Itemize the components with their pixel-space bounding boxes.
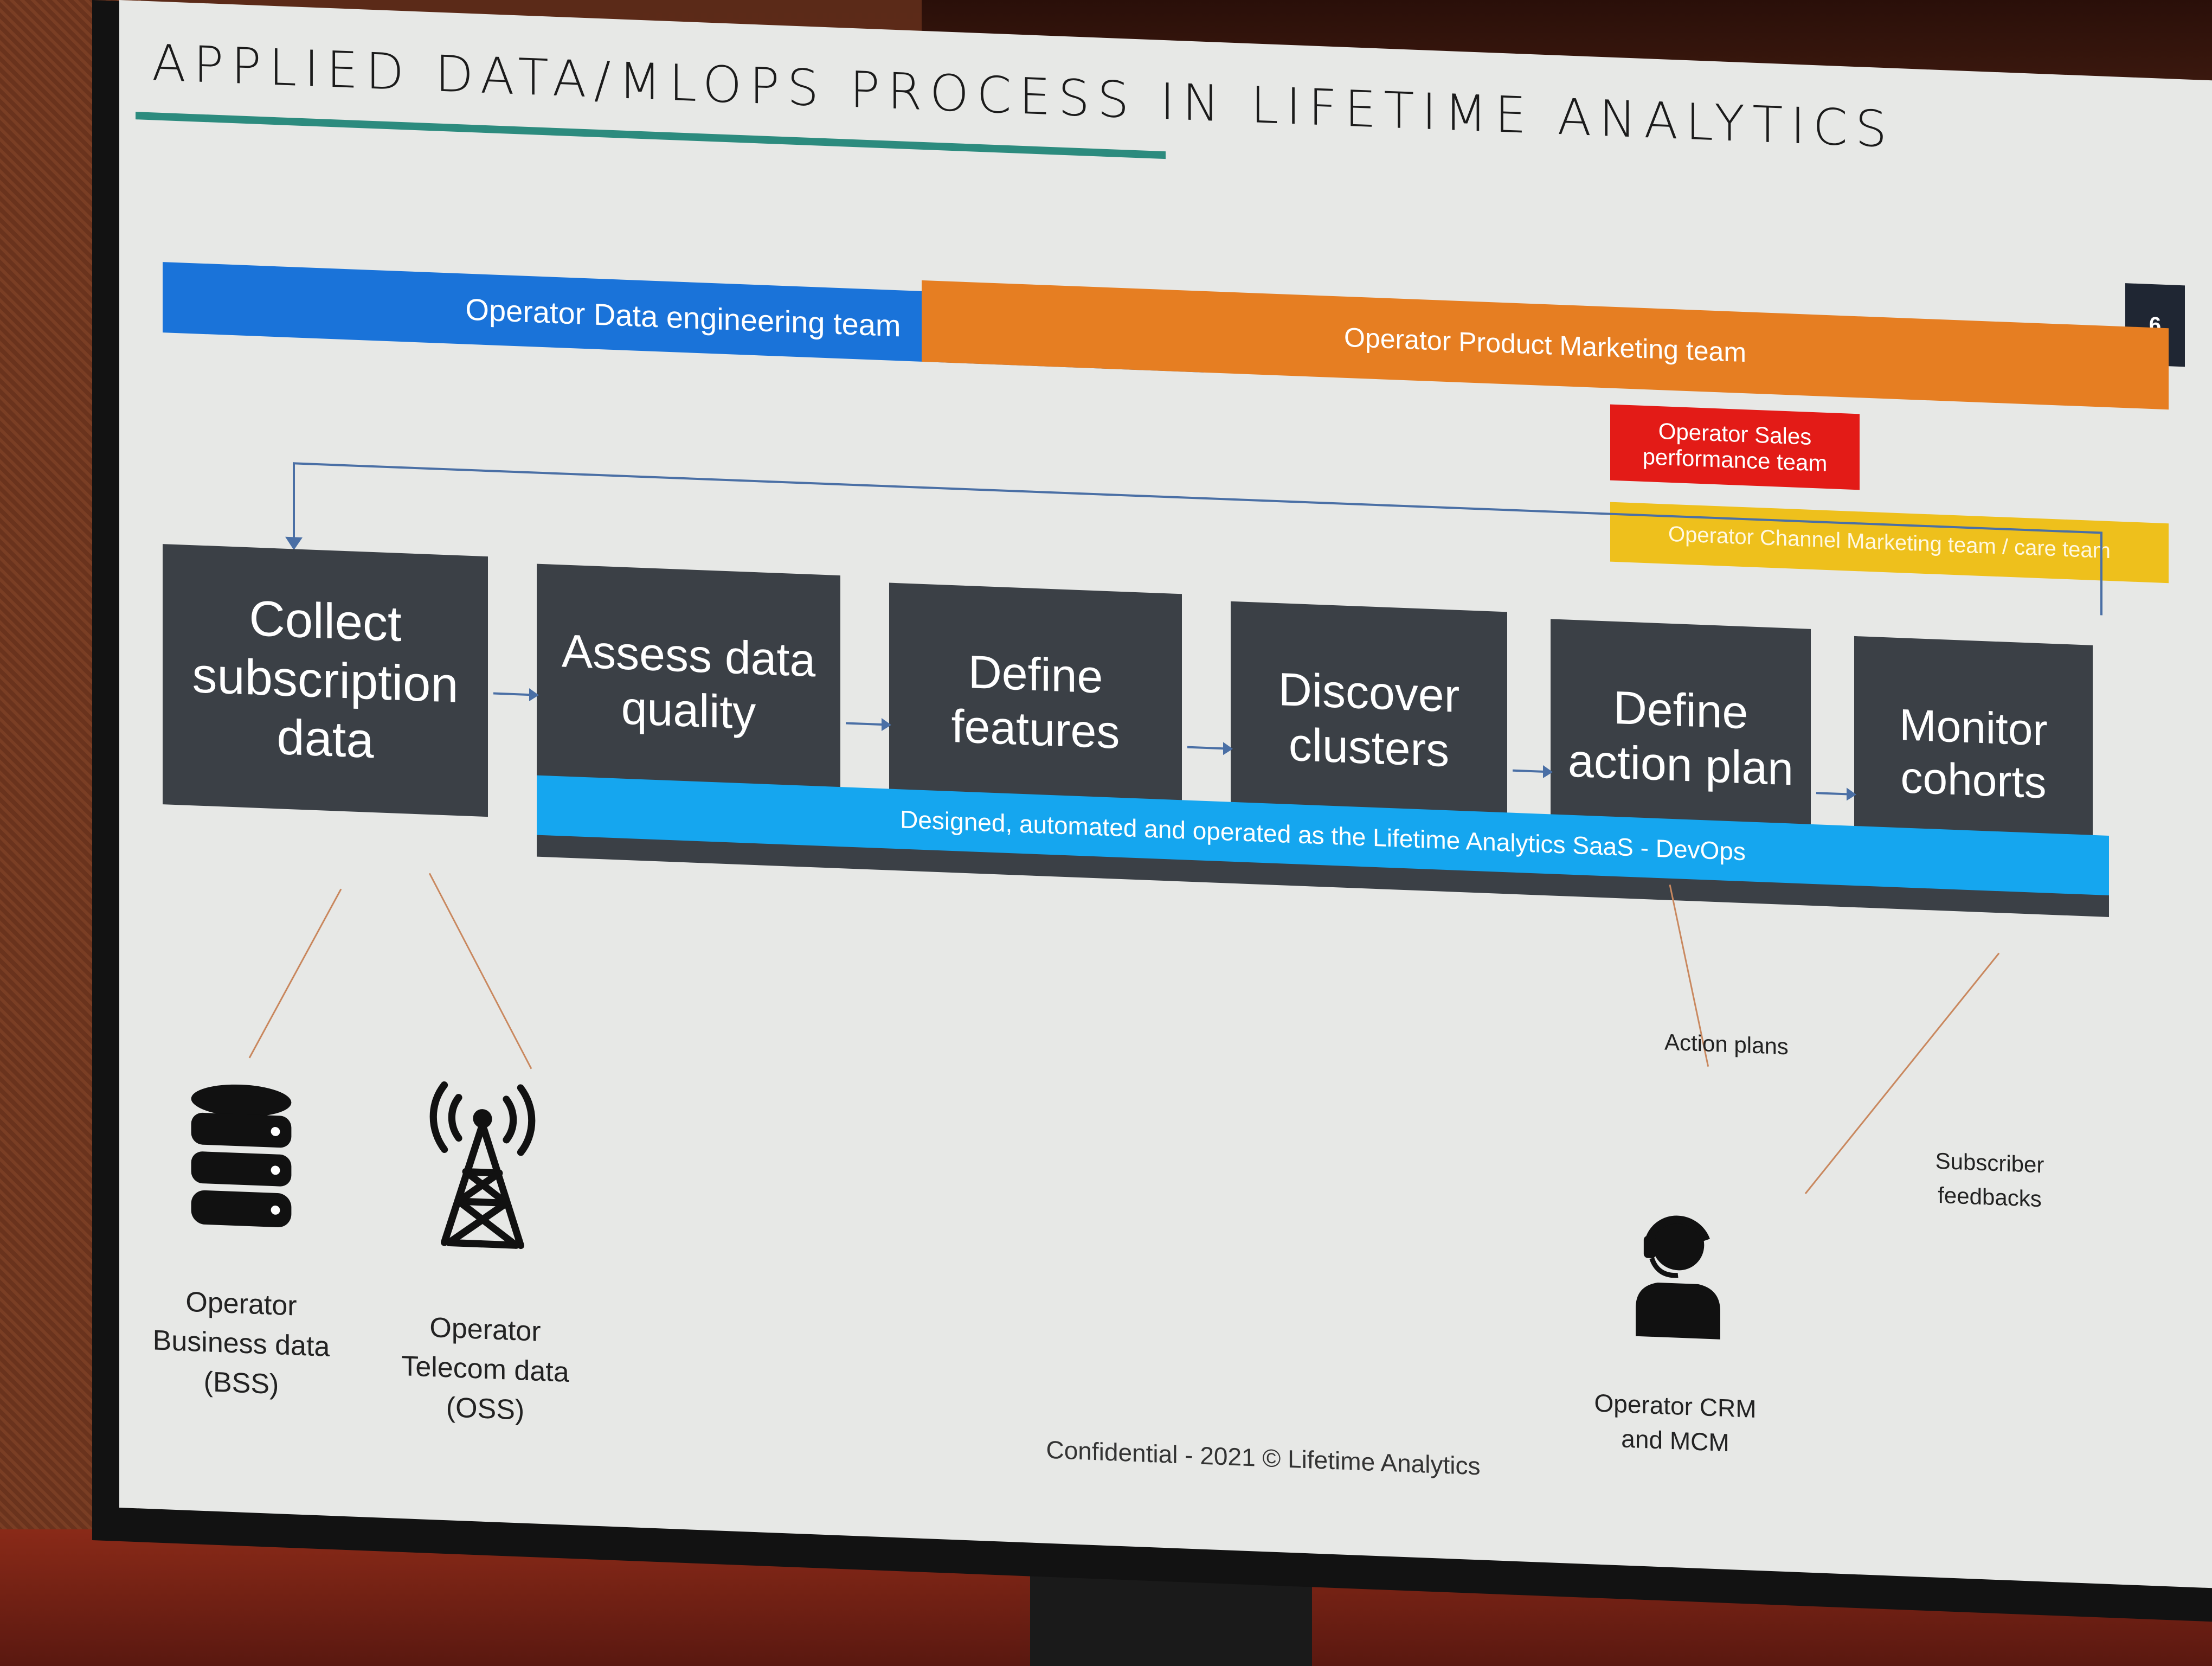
source-crm-caption: Operator CRM and MCM <box>1594 1388 1757 1457</box>
flow-arrow <box>1816 792 1849 796</box>
source-bss-caption: Operator Business data (BSS) <box>152 1286 330 1400</box>
team-bar-product-marketing: Operator Product Marketing team <box>922 280 2169 410</box>
team-bar-sales-performance: Operator Sales performance team <box>1610 404 1860 490</box>
footer-confidential: Confidential - 2021 © Lifetime Analytics <box>1046 1435 1481 1481</box>
source-oss-caption: Operator Telecom data (OSS) <box>401 1311 569 1426</box>
call-center-agent-icon <box>1636 1215 1720 1340</box>
database-icon <box>191 1084 292 1228</box>
connector-line <box>428 873 532 1069</box>
step-collect-subscription-data: Collect subscription data <box>163 544 488 817</box>
cell-tower-icon <box>429 1081 536 1250</box>
slide-screen: APPLIED DATA/MLOPS PROCESS IN LIFETIME A… <box>119 0 2212 1588</box>
action-plans-note: Action plans <box>1664 1029 1789 1060</box>
step-define-features: Define features <box>889 582 1182 822</box>
flow-arrow <box>846 722 884 726</box>
flow-arrow <box>1187 746 1225 750</box>
flow-arrow <box>493 692 531 696</box>
flow-arrow <box>1513 769 1545 773</box>
step-assess-data-quality: Assess data quality <box>537 563 840 804</box>
connector-line <box>248 888 342 1059</box>
subscriber-feedbacks-note: Subscriber feedbacks <box>1935 1148 2044 1212</box>
